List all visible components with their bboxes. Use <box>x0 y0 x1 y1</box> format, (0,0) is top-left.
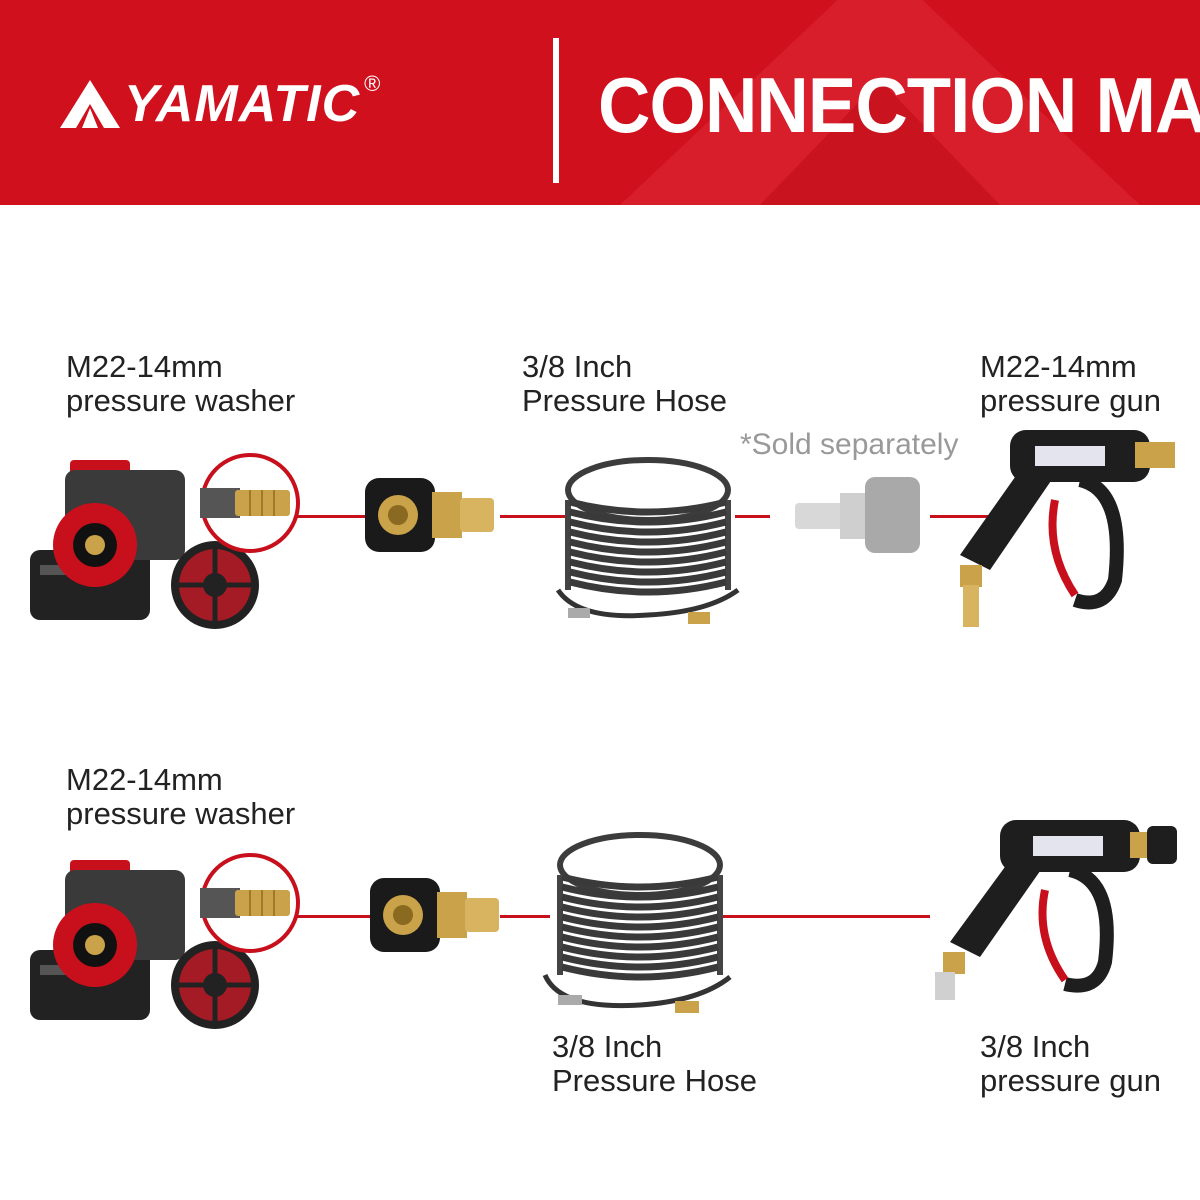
row2-connector-line-2 <box>500 915 550 918</box>
row1-connector-line-2 <box>500 515 565 518</box>
banner-background-triangles <box>620 0 1140 205</box>
row1-washer-label-line1: M22-14mm <box>66 349 223 384</box>
row1-adapter-image <box>365 478 494 552</box>
row1-quick-connect-coupler-image <box>795 477 920 553</box>
row2-washer-label-line1: M22-14mm <box>66 762 223 797</box>
row2-hose-label-line1: 3/8 Inch <box>552 1029 663 1064</box>
row2-hose-label: 3/8 Inch Pressure Hose <box>552 1030 757 1098</box>
row2-connector-line-3 <box>720 915 930 918</box>
row2-pressure-gun-image <box>935 820 1177 1000</box>
row1-gun-label: M22-14mm pressure gun <box>980 350 1161 418</box>
row1-washer-label-line2: pressure washer <box>66 383 296 418</box>
brand-name: YAMATIC <box>124 75 361 133</box>
row1-hose-label-line2: Pressure Hose <box>522 383 728 418</box>
row1-hose-label-line1: 3/8 Inch <box>522 349 633 384</box>
row2-gun-label-line2: pressure gun <box>980 1063 1161 1098</box>
row1-washer-label: M22-14mm pressure washer <box>66 350 295 418</box>
row1-hose-label: 3/8 Inch Pressure Hose <box>522 350 727 418</box>
brand-logo-mark-icon <box>60 80 120 128</box>
row1-pressure-washer-image <box>30 453 300 629</box>
page-title: CONNECTION MAP <box>598 61 1200 149</box>
row1-hose-coil-image <box>555 457 740 624</box>
row1-pressure-gun-image <box>960 430 1175 627</box>
row2-washer-label-line2: pressure washer <box>66 796 296 831</box>
row1-connector-line-3 <box>735 515 770 518</box>
row2-adapter-image <box>370 878 499 952</box>
row2-gun-label-line1: 3/8 Inch <box>980 1029 1091 1064</box>
row2-connector-line-1 <box>295 915 375 918</box>
row2-hose-label-line2: Pressure Hose <box>552 1063 758 1098</box>
row1-connector-line-4 <box>930 515 995 518</box>
row2-gun-label: 3/8 Inch pressure gun <box>980 1030 1161 1098</box>
row1-connector-line-1 <box>295 515 365 518</box>
registered-mark: ® <box>364 71 381 96</box>
banner-divider <box>553 38 559 183</box>
row2-hose-coil-image <box>542 832 732 1013</box>
row2-washer-label: M22-14mm pressure washer <box>66 763 295 831</box>
row2-pressure-washer-image <box>30 853 300 1029</box>
row1-gun-label-line2: pressure gun <box>980 383 1161 418</box>
header-banner: YAMATIC ® CONNECTION MAP <box>0 0 1200 205</box>
row1-gun-label-line1: M22-14mm <box>980 349 1137 384</box>
sold-separately-note: *Sold separately <box>740 428 959 461</box>
brand-logo: YAMATIC ® <box>58 71 381 136</box>
